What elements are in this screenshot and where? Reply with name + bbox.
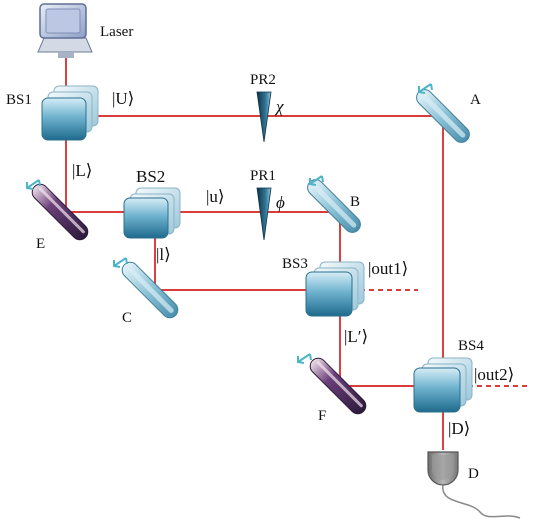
ket-out2-label: |out2⟩ — [474, 365, 514, 384]
mirror-f-label: F — [318, 408, 326, 424]
detector-d — [427, 451, 521, 519]
mirror-f — [309, 357, 367, 415]
bs2-label: BS2 — [136, 167, 165, 186]
laser-source — [37, 3, 93, 58]
beam-splitter-bs4 — [413, 357, 473, 413]
bs3-label: BS3 — [282, 256, 308, 272]
ket-L-label: |L⟩ — [72, 161, 92, 180]
bs1-label: BS1 — [6, 92, 32, 108]
pr1-label: PR1 — [250, 168, 276, 184]
mirror-a-label: A — [470, 92, 481, 108]
mirror-e — [31, 183, 89, 241]
beam-splitter-bs1 — [41, 85, 99, 141]
ket-Lprime-label: |L′⟩ — [344, 327, 368, 346]
phase-plate-pr2 — [256, 91, 272, 143]
mirror-a-adjust-icon — [418, 83, 433, 94]
ket-U-label: |U⟩ — [112, 89, 134, 108]
bs4-label: BS4 — [458, 338, 484, 354]
laser-label: Laser — [100, 24, 133, 40]
mirror-f-adjust-icon — [297, 353, 312, 364]
ket-D-label: |D⟩ — [448, 419, 470, 438]
mirror-e-adjust-icon — [26, 179, 41, 190]
detector-d-label: D — [468, 466, 479, 482]
ket-u-label: |u⟩ — [206, 187, 225, 206]
mirror-b-adjust-icon — [309, 175, 324, 186]
beam-splitter-bs2 — [123, 187, 181, 239]
beam-splitter-bs3 — [305, 261, 365, 317]
ket-l-label: |l⟩ — [156, 245, 171, 264]
phase-chi-label: χ — [274, 97, 284, 116]
mirror-e-label: E — [36, 236, 45, 252]
phase-phi-label: ϕ — [276, 193, 285, 212]
pr2-label: PR2 — [250, 72, 276, 88]
mirror-c-label: C — [122, 310, 132, 326]
mirror-b-label: B — [350, 194, 360, 210]
beam-paths — [65, 58, 530, 450]
phase-plate-pr1 — [256, 187, 272, 241]
mirror-c — [121, 261, 179, 319]
mirror-c-adjust-icon — [113, 257, 128, 268]
ket-out1-label: |out1⟩ — [368, 259, 408, 278]
